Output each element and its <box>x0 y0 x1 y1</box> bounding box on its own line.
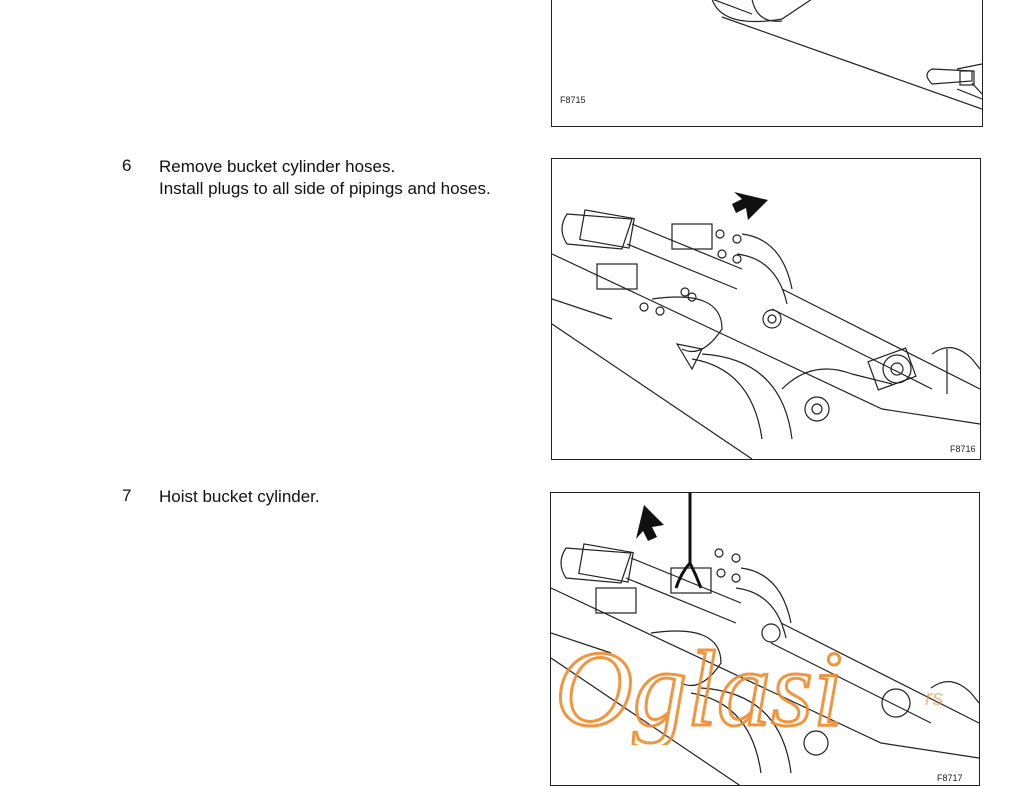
figure-f8715: F8715 <box>551 0 983 127</box>
step-instruction: Remove bucket cylinder hoses. Install pl… <box>159 156 491 200</box>
figure-f8716: F8716 <box>551 158 981 460</box>
figure-f8715-drawing <box>711 0 982 110</box>
step-number: 7 <box>122 486 132 505</box>
arrow-pointer <box>732 192 768 220</box>
figure-label: F8715 <box>560 95 586 105</box>
step-instruction-line: Remove bucket cylinder hoses. <box>159 157 396 176</box>
hoist-rope <box>674 493 703 589</box>
figure-f8716-drawing <box>552 192 980 459</box>
step-number: 6 <box>122 156 132 175</box>
step-instruction: Hoist bucket cylinder. <box>159 486 320 508</box>
step-instruction-line: Hoist bucket cylinder. <box>159 487 320 506</box>
arrow-pointer <box>636 505 664 541</box>
figure-f8717: F8717 <box>550 492 980 786</box>
figure-label: F8716 <box>950 444 976 454</box>
step-instruction-line: Install plugs to all side of pipings and… <box>159 179 491 198</box>
figure-label: F8717 <box>937 773 963 783</box>
figure-f8717-drawing <box>551 493 979 785</box>
